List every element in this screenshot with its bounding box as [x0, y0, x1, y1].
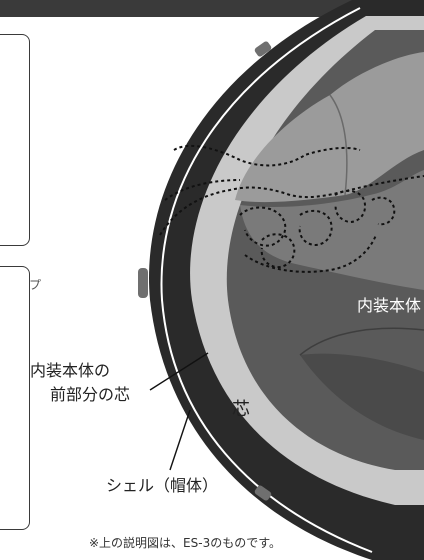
shell-clip-bottom — [254, 485, 272, 501]
leader-line-front-core — [149, 352, 209, 391]
inner-pad-lower — [300, 353, 424, 440]
label-front-core-line1: 内装本体の — [30, 361, 111, 380]
header-bar — [0, 0, 424, 17]
left-panel-top — [0, 34, 30, 246]
label-front-core-line2: 前部分の芯 — [50, 385, 131, 404]
shell-clip-left — [138, 268, 148, 298]
shell-clip-top — [254, 41, 272, 57]
label-core: 芯 — [232, 399, 250, 420]
panel-tag-label: プ — [29, 278, 42, 292]
pad-seam-2 — [299, 327, 424, 356]
left-panel-bottom — [0, 266, 30, 530]
inner-pad-upper — [235, 52, 424, 203]
footnote: ※上の説明図は、ES-3のものです。 — [89, 536, 282, 550]
pad-seam-1 — [329, 94, 348, 196]
label-shell: シェル（帽体） — [106, 476, 219, 495]
leader-line-shell — [169, 409, 191, 471]
label-inner-body: 内装本体 — [357, 296, 422, 315]
dotted-outlines — [159, 144, 424, 273]
